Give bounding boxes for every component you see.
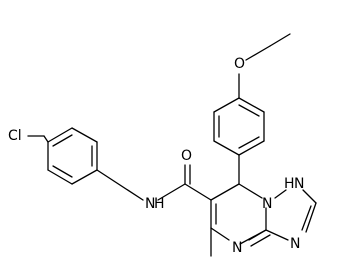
- bond: [210, 227, 230, 241]
- bond: [302, 189, 317, 204]
- bond: [210, 183, 240, 201]
- bond: [52, 134, 73, 147]
- atom-label-layer: Cl N H O O N H N N N: [8, 56, 304, 256]
- bond: [71, 169, 98, 185]
- atom-n-triazole-nh: N: [294, 176, 304, 192]
- atom-cl: Cl: [8, 128, 22, 144]
- bond-layer: [27, 33, 317, 257]
- bond: [43, 135, 49, 143]
- atom-n-triazole-bottom: N: [290, 236, 300, 252]
- bond: [238, 140, 265, 156]
- atom-o-methoxy: O: [234, 56, 245, 72]
- bond: [238, 136, 260, 149]
- bond: [157, 183, 186, 201]
- bond: [305, 202, 317, 233]
- bond: [184, 183, 212, 201]
- bond: [52, 165, 73, 178]
- atom-h-triazole: H: [284, 176, 295, 192]
- bond: [248, 229, 267, 241]
- bond: [238, 104, 260, 117]
- atom-n-amide: N: [145, 196, 155, 212]
- bond: [274, 189, 287, 199]
- bond: [238, 97, 265, 113]
- bond: [245, 45, 271, 61]
- bond: [71, 127, 98, 143]
- bond: [238, 183, 263, 199]
- bond: [250, 234, 271, 247]
- bond: [265, 229, 289, 241]
- atom-o-carbonyl: O: [181, 148, 192, 164]
- bond: [47, 127, 73, 143]
- bond: [96, 169, 144, 201]
- bond: [213, 140, 240, 156]
- atom-h-amide: H: [154, 196, 165, 212]
- bond: [213, 97, 240, 113]
- bond: [269, 33, 291, 47]
- bond: [47, 169, 73, 185]
- atom-n-pyrimidine: N: [232, 240, 242, 256]
- atom-n-bridge: N: [262, 196, 272, 212]
- bond: [301, 205, 312, 231]
